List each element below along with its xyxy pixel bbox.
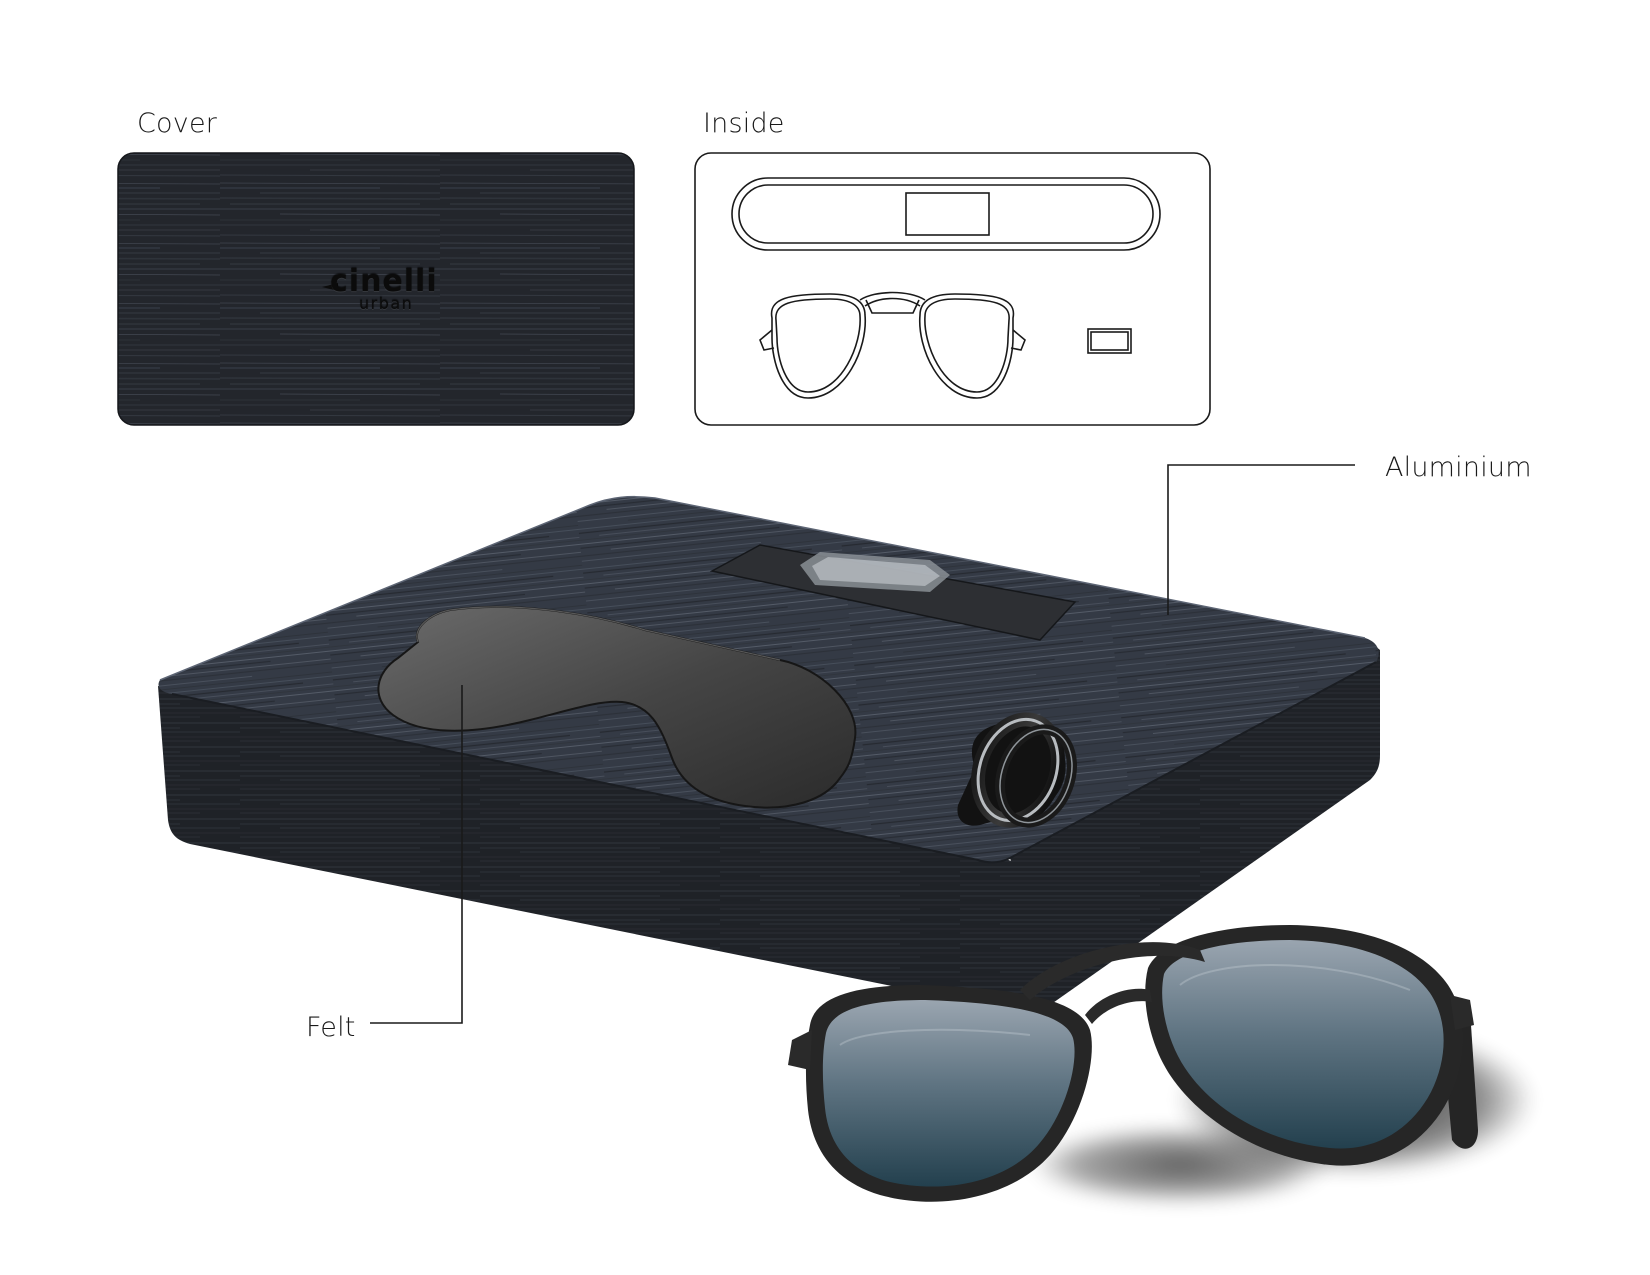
felt-leader-line bbox=[370, 685, 463, 1024]
inside-diagram bbox=[694, 152, 1211, 426]
cover-label: Cover bbox=[137, 108, 218, 139]
felt-label: Felt bbox=[306, 1012, 356, 1043]
left-lens bbox=[822, 1000, 1075, 1187]
box-right-face bbox=[1010, 640, 1380, 1012]
cinelli-logo-text: cinelli bbox=[330, 264, 438, 299]
inside-slot-window bbox=[905, 192, 990, 236]
inside-slot-outer bbox=[731, 177, 1161, 251]
leader-lines bbox=[370, 464, 1355, 1024]
cover-panel bbox=[117, 152, 635, 426]
inside-slot-inner bbox=[738, 184, 1154, 244]
aluminium-label: Aluminium bbox=[1385, 452, 1532, 483]
box-front-face bbox=[158, 686, 1045, 1015]
cinelli-logo-mark-icon bbox=[322, 283, 338, 291]
inside-ring-slot bbox=[1087, 328, 1132, 354]
box-window-recess bbox=[709, 544, 1077, 641]
inside-frame bbox=[694, 152, 1211, 426]
right-lens bbox=[1162, 940, 1444, 1149]
urban-logo-text: urban bbox=[359, 294, 414, 313]
aluminium-leader-line bbox=[1167, 464, 1355, 615]
ring-icon bbox=[957, 712, 1077, 828]
inside-glasses-outline-icon bbox=[759, 291, 1026, 399]
cover-brushed-metal bbox=[118, 153, 634, 425]
aluminium-box bbox=[158, 495, 1380, 1015]
inside-label: Inside bbox=[703, 108, 785, 139]
aviator-sunglasses-icon bbox=[788, 925, 1535, 1203]
